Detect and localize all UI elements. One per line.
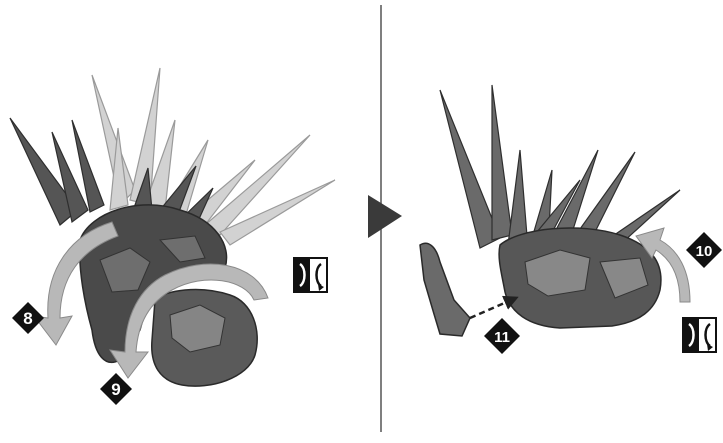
rotate-symbol-icon — [294, 258, 327, 292]
side-part-11 — [420, 243, 470, 336]
step-number-11: 11 — [494, 329, 510, 346]
proceed-arrow-icon — [368, 195, 402, 238]
step-number-9: 9 — [111, 380, 120, 399]
step-marker-9: 9 — [100, 373, 132, 405]
left-panel-assembly: 8 9 — [10, 68, 335, 405]
step-number-10: 10 — [696, 243, 713, 260]
step-number-8: 8 — [23, 309, 32, 328]
step-marker-10: 10 — [686, 232, 722, 268]
right-panel-assembly: 10 11 — [420, 85, 722, 354]
insert-arrow-11 — [470, 298, 516, 318]
rotate-symbol-icon — [683, 318, 716, 352]
step-marker-11: 11 — [484, 318, 520, 354]
step-marker-8: 8 — [12, 302, 44, 334]
